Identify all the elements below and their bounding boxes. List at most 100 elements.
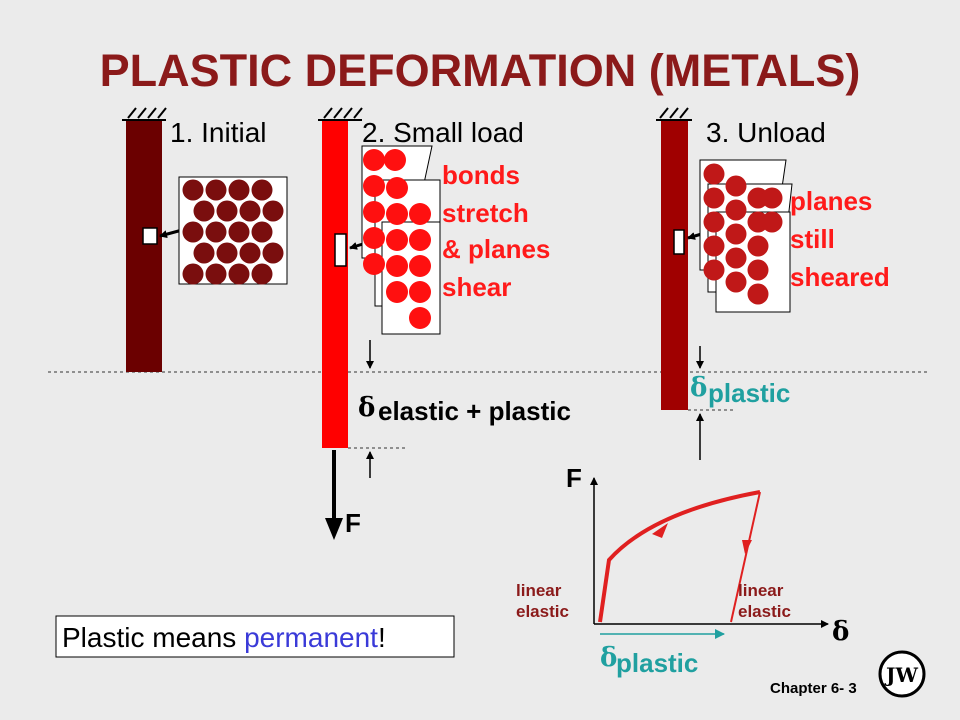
chapter-label: Chapter 6- 3 (770, 680, 857, 697)
atom (409, 255, 431, 277)
ceiling-hatch-2 (318, 107, 363, 121)
graph-label-right-elastic: linear elastic (738, 581, 791, 621)
atom (205, 263, 227, 285)
unloading-line (730, 491, 761, 623)
atom (725, 199, 747, 221)
caption-highlight: permanent (244, 622, 378, 653)
graph-x-label: δ (832, 617, 849, 647)
atom (747, 235, 769, 257)
logo-initials: JW (884, 663, 918, 687)
sample-marker-unloaded (673, 229, 685, 255)
note-line: bonds (442, 160, 520, 190)
atom (747, 283, 769, 305)
atom (725, 223, 747, 245)
atom (761, 211, 783, 233)
caption-box: Plastic means permanent! (55, 615, 455, 658)
graph-plastic-label: plastic (616, 648, 698, 678)
atom-lattice-loaded (363, 149, 431, 329)
note-line: still (790, 224, 835, 254)
atom (363, 227, 385, 249)
graph-label-line: linear (738, 581, 784, 600)
atom (725, 175, 747, 197)
delta-symbol: δ (690, 373, 707, 403)
atom (251, 221, 273, 243)
atom (182, 263, 204, 285)
graph-label-line: elastic (738, 602, 791, 621)
atom (228, 179, 250, 201)
atom (761, 187, 783, 209)
atom (228, 221, 250, 243)
graph-label-line: elastic (516, 602, 569, 621)
stage-label-unload: 3. Unload (706, 117, 826, 148)
atom (703, 187, 725, 209)
atom (363, 201, 385, 223)
delta-symbol: δ (358, 393, 375, 423)
stage-small-load: 2. Small load bonds stretch & planes she… (318, 107, 571, 540)
atom (251, 179, 273, 201)
loading-curve (598, 490, 761, 623)
note-line: & planes (442, 234, 550, 264)
atom (193, 242, 215, 264)
atom (216, 242, 238, 264)
stage-unload: 3. Unload planes still sheared δ plastic (656, 107, 890, 460)
atom (386, 229, 408, 251)
atom (409, 229, 431, 251)
atom (386, 177, 408, 199)
note-line: planes (790, 186, 872, 216)
atom (182, 221, 204, 243)
graph-label-left-elastic: linear elastic (516, 581, 569, 621)
graph-y-label: F (566, 463, 582, 493)
atom (703, 235, 725, 257)
note-line: sheared (790, 262, 890, 292)
graph-plastic-symbol: δ (600, 643, 617, 673)
atom (216, 200, 238, 222)
note-line: shear (442, 272, 511, 302)
stage-label-small-load: 2. Small load (362, 117, 524, 148)
force-arrow-head (325, 518, 343, 540)
atom (239, 200, 261, 222)
atom-lattice-unloaded (703, 163, 783, 305)
atom (193, 200, 215, 222)
stage-initial: 1. Initial (122, 107, 288, 372)
ceiling-hatch-1 (122, 107, 167, 121)
atom (409, 203, 431, 225)
delta-label-plastic: plastic (708, 378, 790, 408)
atom (384, 149, 406, 171)
atom (205, 179, 227, 201)
atom (725, 271, 747, 293)
atom (205, 221, 227, 243)
metal-rod-unloaded (661, 121, 688, 410)
graph-label-line: linear (516, 581, 562, 600)
atom (182, 179, 204, 201)
atom (703, 259, 725, 281)
atom-lattice-initial (182, 179, 284, 285)
sample-marker-loaded (334, 233, 347, 267)
atom (386, 255, 408, 277)
force-displacement-graph: F δ linear elastic linear elastic δ plas… (516, 463, 849, 678)
unloading-direction-arrow (742, 540, 752, 554)
atom (262, 242, 284, 264)
atom (703, 163, 725, 185)
caption-text: Plastic means permanent! (62, 622, 386, 653)
note-bonds-stretch: bonds stretch & planes shear (442, 160, 550, 302)
metal-rod-loaded (322, 121, 348, 448)
atom (363, 149, 385, 171)
atom (262, 200, 284, 222)
note-line: stretch (442, 198, 529, 228)
atom (747, 259, 769, 281)
slide-title: PLASTIC DEFORMATION (METALS) (100, 45, 861, 96)
caption-frame (55, 615, 455, 658)
caption-suffix: ! (378, 622, 386, 653)
loading-direction-arrow (652, 523, 668, 538)
delta-label-elastic-plastic: elastic + plastic (378, 396, 571, 426)
atom (409, 307, 431, 329)
atom (363, 253, 385, 275)
stage-label-initial: 1. Initial (170, 117, 267, 148)
atom (386, 281, 408, 303)
caption-prefix: Plastic means (62, 622, 244, 653)
atom (409, 281, 431, 303)
metal-rod-initial (126, 121, 162, 372)
note-planes-still-sheared: planes still sheared (790, 186, 890, 292)
